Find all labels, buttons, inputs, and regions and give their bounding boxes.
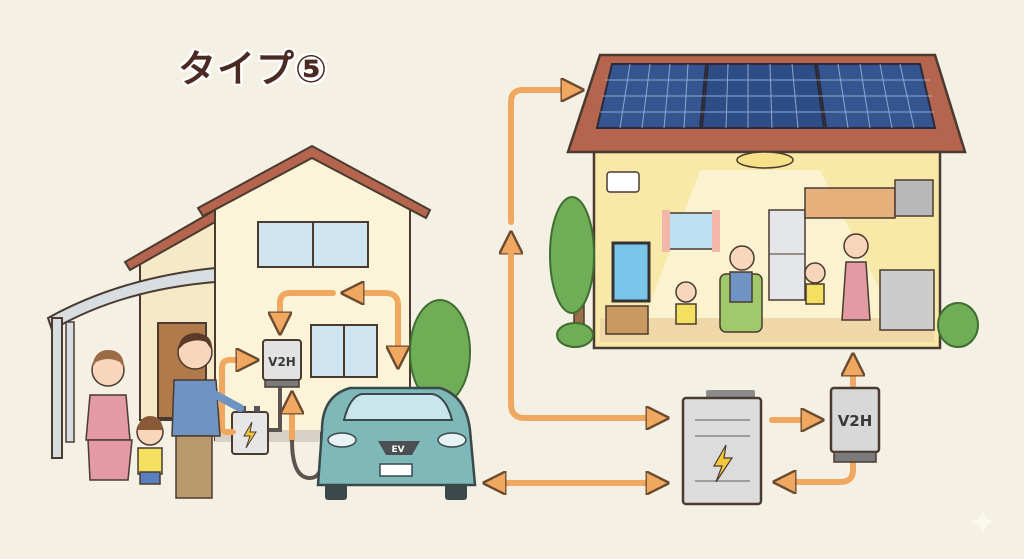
ev-badge: EV <box>391 445 404 455</box>
bolt-icon <box>712 444 734 483</box>
tree-right <box>549 196 979 348</box>
bolt-icon <box>243 421 257 449</box>
v2h-left-label: V2H <box>268 355 296 369</box>
v2h-unit-right: V2H <box>829 386 881 463</box>
v2h-right-label: V2H <box>838 412 873 430</box>
battery-left <box>231 406 269 455</box>
diagram-title: タイプ⑤ <box>178 47 329 91</box>
sparkle-icon <box>971 510 995 534</box>
battery-right <box>681 390 763 506</box>
ev-car: EV <box>316 386 477 500</box>
family-outdoor <box>85 333 244 499</box>
solar-panels <box>595 63 937 129</box>
right-house <box>566 53 967 350</box>
center-flow-arrows <box>492 90 853 483</box>
